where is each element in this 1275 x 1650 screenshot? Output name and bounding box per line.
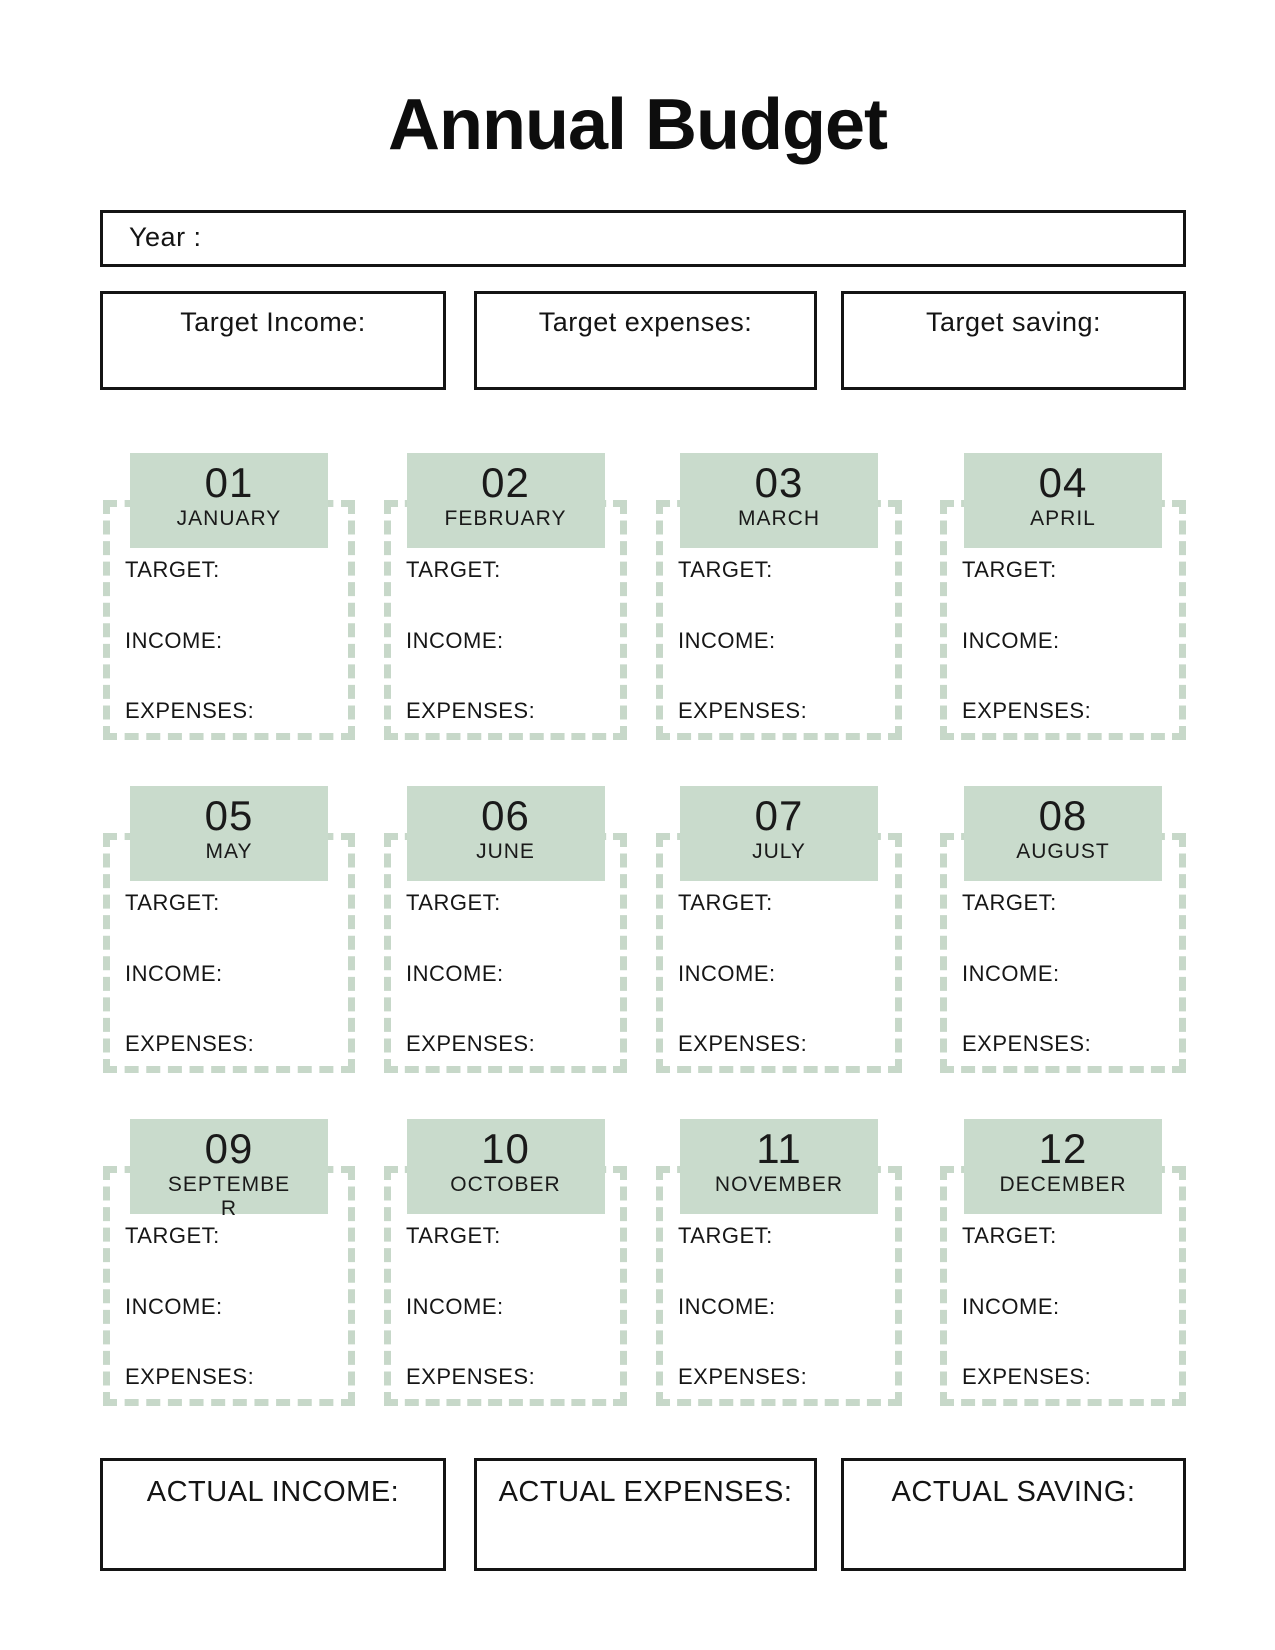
month-name: FEBRUARY [444,507,567,530]
month-october-header: 10 OCTOBER [406,1119,605,1214]
month-expenses-label: EXPENSES: [125,698,255,723]
month-expenses-label: EXPENSES: [678,1031,808,1056]
page-title: Annual Budget [388,85,888,165]
month-expenses-label: EXPENSES: [406,698,536,723]
year-input-box[interactable]: Year : [100,210,1186,267]
month-name: MAY [205,840,253,863]
month-may-header: 05 MAY [130,786,328,881]
month-income-label: INCOME: [125,628,223,653]
month-income-label: INCOME: [406,961,504,986]
month-target-label: TARGET: [125,557,220,582]
month-card-april: 04 APRIL TARGET: INCOME: EXPENSES: [940,453,1186,753]
month-name: JANUARY [176,507,282,530]
month-income-label: INCOME: [678,1294,776,1319]
month-income-label: INCOME: [678,961,776,986]
month-february-header: 02 FEBRUARY [406,453,605,548]
month-card-december: 12 DECEMBER TARGET: INCOME: EXPENSES: [940,1119,1186,1419]
month-card-february: 02 FEBRUARY TARGET: INCOME: EXPENSES: [384,453,627,753]
actual-saving-label: ACTUAL SAVING: [891,1476,1136,1508]
month-income-label: INCOME: [678,628,776,653]
month-january-header: 01 JANUARY [130,453,328,548]
month-name: NOVEMBER [714,1173,844,1196]
target-expenses-box[interactable]: Target expenses: [474,291,817,390]
month-number: 05 [204,792,254,839]
target-saving-label: Target saving: [925,307,1102,337]
actual-expenses-box[interactable]: ACTUAL EXPENSES: [474,1458,817,1571]
month-august-header: 08 AUGUST [964,786,1162,881]
month-income-label: INCOME: [962,628,1060,653]
month-number: 03 [754,459,804,506]
month-name: SEPTEMBER [167,1173,291,1220]
month-number: 10 [481,1125,530,1172]
month-target-label: TARGET: [406,557,501,582]
month-april-header: 04 APRIL [964,453,1162,548]
month-june-header: 06 JUNE [406,786,605,881]
target-saving-box[interactable]: Target saving: [841,291,1186,390]
month-target-label: TARGET: [125,890,220,915]
month-number: 08 [1038,792,1088,839]
month-card-august: 08 AUGUST TARGET: INCOME: EXPENSES: [940,786,1186,1086]
month-target-label: TARGET: [962,890,1057,915]
month-number: 11 [756,1125,802,1172]
month-september-header: 09 SEPTEMBER [130,1119,328,1220]
month-number: 12 [1038,1125,1088,1172]
actual-expenses-label: ACTUAL EXPENSES: [498,1476,793,1508]
actual-income-label: ACTUAL INCOME: [146,1476,400,1508]
month-expenses-label: EXPENSES: [678,698,808,723]
month-expenses-label: EXPENSES: [962,1364,1092,1389]
month-income-label: INCOME: [406,1294,504,1319]
month-name: DECEMBER [999,1173,1127,1196]
month-expenses-label: EXPENSES: [962,698,1092,723]
month-target-label: TARGET: [406,1223,501,1248]
month-card-october: 10 OCTOBER TARGET: INCOME: EXPENSES: [384,1119,627,1419]
month-march-header: 03 MARCH [680,453,878,548]
actual-saving-box[interactable]: ACTUAL SAVING: [841,1458,1186,1571]
month-card-november: 11 NOVEMBER TARGET: INCOME: EXPENSES: [656,1119,902,1419]
month-income-label: INCOME: [962,1294,1060,1319]
month-name: AUGUST [1016,840,1110,863]
month-card-january: 01 JANUARY TARGET: INCOME: EXPENSES: [103,453,355,753]
month-target-label: TARGET: [678,890,773,915]
month-number: 02 [481,459,530,506]
month-target-label: TARGET: [962,1223,1057,1248]
actual-income-box[interactable]: ACTUAL INCOME: [100,1458,446,1571]
month-july-header: 07 JULY [680,786,878,881]
month-name: APRIL [1030,507,1096,530]
year-label: Year : [129,222,202,252]
month-november-header: 11 NOVEMBER [680,1119,878,1214]
month-expenses-label: EXPENSES: [406,1031,536,1056]
month-name: MARCH [738,507,820,530]
month-target-label: TARGET: [678,1223,773,1248]
month-expenses-label: EXPENSES: [125,1364,255,1389]
month-number: 01 [204,459,254,506]
month-income-label: INCOME: [125,961,223,986]
month-expenses-label: EXPENSES: [678,1364,808,1389]
month-income-label: INCOME: [962,961,1060,986]
month-number: 04 [1038,459,1088,506]
month-expenses-label: EXPENSES: [125,1031,255,1056]
month-target-label: TARGET: [678,557,773,582]
month-card-may: 05 MAY TARGET: INCOME: EXPENSES: [103,786,355,1086]
month-card-september: 09 SEPTEMBER TARGET: INCOME: EXPENSES: [103,1119,355,1419]
target-income-label: Target Income: [180,307,366,337]
month-number: 07 [754,792,804,839]
month-december-header: 12 DECEMBER [964,1119,1162,1214]
month-card-march: 03 MARCH TARGET: INCOME: EXPENSES: [656,453,902,753]
month-income-label: INCOME: [406,628,504,653]
month-card-july: 07 JULY TARGET: INCOME: EXPENSES: [656,786,902,1086]
month-target-label: TARGET: [962,557,1057,582]
month-target-label: TARGET: [125,1223,220,1248]
month-number: 06 [481,792,530,839]
month-income-label: INCOME: [125,1294,223,1319]
month-card-june: 06 JUNE TARGET: INCOME: EXPENSES: [384,786,627,1086]
target-expenses-label: Target expenses: [538,307,753,337]
month-expenses-label: EXPENSES: [962,1031,1092,1056]
month-name: OCTOBER [450,1173,561,1196]
month-expenses-label: EXPENSES: [406,1364,536,1389]
target-income-box[interactable]: Target Income: [100,291,446,390]
month-number: 09 [204,1125,254,1172]
month-target-label: TARGET: [406,890,501,915]
month-name: JUNE [476,840,535,863]
month-name: JULY [752,840,806,863]
